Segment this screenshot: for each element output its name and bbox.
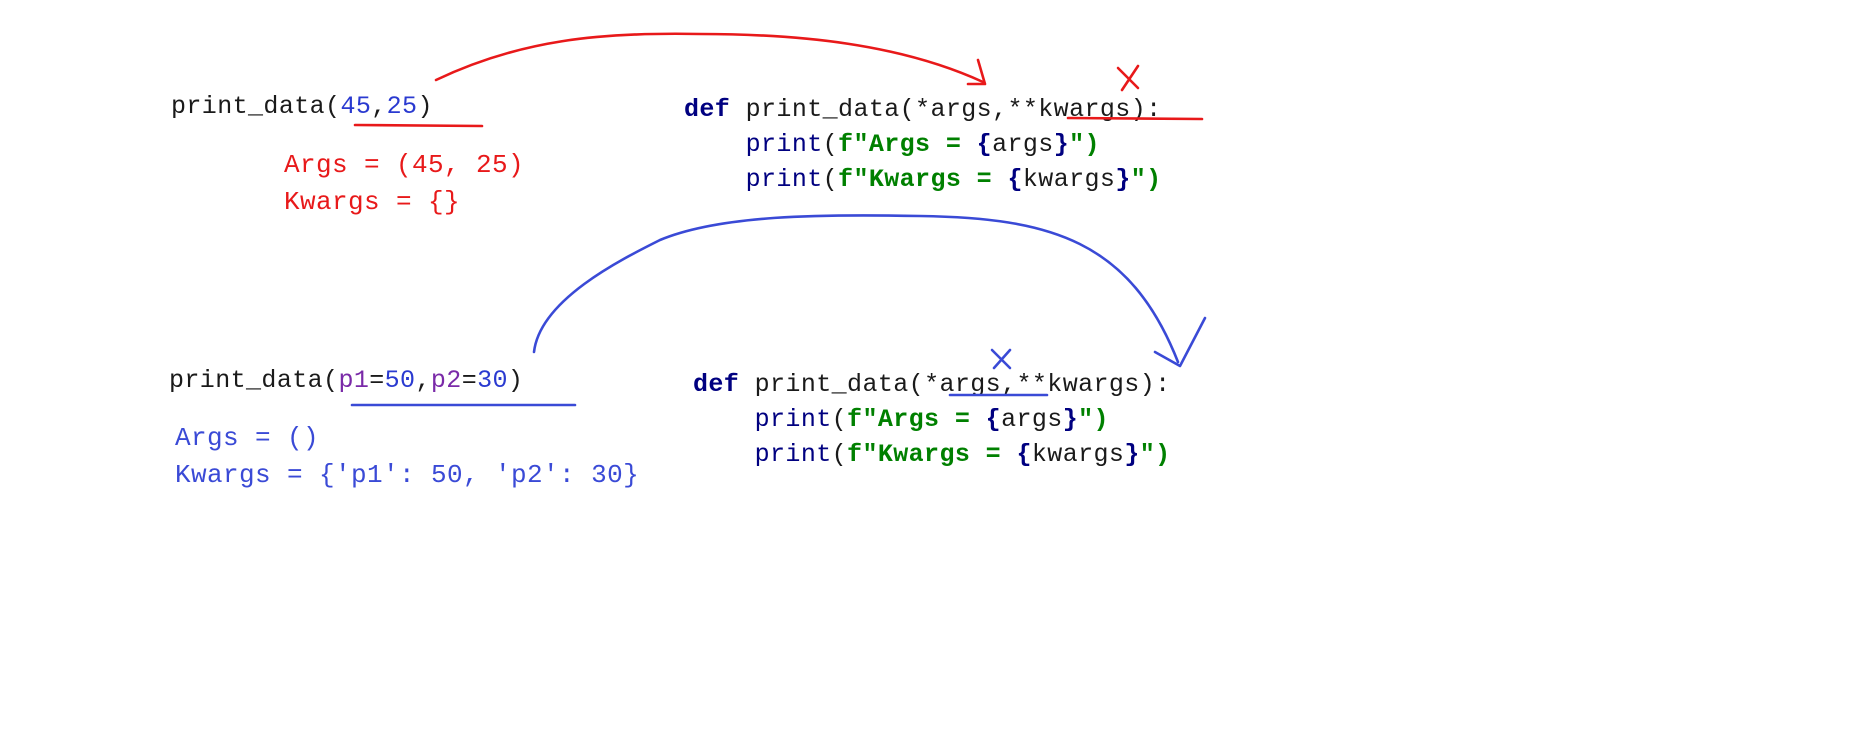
brace-close: } xyxy=(1053,130,1070,159)
example2-def: def print_data(*args,**kwargs): print(f"… xyxy=(693,367,1171,472)
def-print-args: print(f"Args = {args}") xyxy=(684,127,1162,162)
blue-arrowhead xyxy=(1153,316,1207,368)
print-fn: print xyxy=(745,130,823,159)
call-arg-25: 25 xyxy=(386,92,418,121)
print-open: ( xyxy=(822,165,839,194)
example1-result: Args = (45, 25) Kwargs = {} xyxy=(284,147,524,221)
fstring-end: ") xyxy=(1078,405,1109,434)
example1-def: def print_data(*args,**kwargs): print(f"… xyxy=(684,92,1162,197)
example1-call: print_data(45,25) xyxy=(171,92,433,121)
result-kwargs-line: Kwargs = {'p1': 50, 'p2': 30} xyxy=(175,460,640,490)
call-fn-name: print_data xyxy=(169,366,324,395)
call-eq: = xyxy=(461,366,478,395)
brace-close: } xyxy=(1124,440,1140,469)
call-close-paren: ) xyxy=(417,92,433,121)
blue-arc-arrow xyxy=(532,214,1180,364)
fstring-args: f"Args = xyxy=(838,130,977,159)
red-arrowhead xyxy=(966,58,987,86)
result-kwargs-line: Kwargs = {} xyxy=(284,187,461,217)
call-open-paren: ( xyxy=(325,92,341,121)
call-close-paren: ) xyxy=(507,366,524,395)
var-kwargs: kwargs xyxy=(1031,440,1125,469)
brace-open: { xyxy=(1007,165,1023,194)
print-open: ( xyxy=(831,405,848,434)
brace-open: { xyxy=(1016,440,1032,469)
example2-call: print_data(p1=50,p2=30) xyxy=(169,366,523,395)
def-sig-post: ): xyxy=(1130,95,1162,124)
print-fn: print xyxy=(745,165,823,194)
call-fn-name: print_data xyxy=(171,92,326,121)
def-sig-pre: print_data(*args, xyxy=(745,95,1008,124)
red-arc-arrow xyxy=(434,32,985,84)
def-signature: def print_data(*args,**kwargs): xyxy=(684,92,1162,127)
call-param-p2: p2 xyxy=(430,366,462,395)
fstring-end: ") xyxy=(1069,130,1100,159)
print-open: ( xyxy=(822,130,839,159)
def-signature: def print_data(*args,**kwargs): xyxy=(693,367,1171,402)
call-comma: , xyxy=(371,92,387,121)
red-underline-call-args xyxy=(353,123,484,128)
brace-close: } xyxy=(1062,405,1079,434)
call-param-p1: p1 xyxy=(338,366,370,395)
brace-open: { xyxy=(985,405,1002,434)
var-args: args xyxy=(992,130,1054,159)
def-print-args: print(f"Args = {args}") xyxy=(693,402,1171,437)
print-fn: print xyxy=(754,440,832,469)
print-open: ( xyxy=(831,440,848,469)
fstring-end: ") xyxy=(1130,165,1162,194)
var-kwargs: kwargs xyxy=(1022,165,1116,194)
print-fn: print xyxy=(754,405,832,434)
call-comma: , xyxy=(415,366,431,395)
call-value-50: 50 xyxy=(384,366,416,395)
result-args-line: Args = (45, 25) xyxy=(284,150,525,180)
def-sig-kwargs: **kwargs xyxy=(1007,95,1131,124)
def-keyword: def xyxy=(684,95,731,124)
fstring-kwargs: f"Kwargs = xyxy=(838,165,1008,194)
var-args: args xyxy=(1001,405,1063,434)
def-sig-pre: print_data( xyxy=(754,370,925,399)
call-eq: = xyxy=(369,366,385,395)
brace-open: { xyxy=(976,130,993,159)
fstring-end: ") xyxy=(1139,440,1171,469)
def-keyword: def xyxy=(693,370,740,399)
example2-result: Args = () Kwargs = {'p1': 50, 'p2': 30} xyxy=(175,420,639,494)
call-value-30: 30 xyxy=(477,366,508,395)
red-x-mark-kwargs xyxy=(1116,64,1140,92)
def-sig-args: *args xyxy=(924,370,1002,399)
def-print-kwargs: print(f"Kwargs = {kwargs}") xyxy=(684,162,1162,197)
def-sig-post: ,**kwargs): xyxy=(1001,370,1171,399)
result-args-line: Args = () xyxy=(175,423,320,453)
brace-close: } xyxy=(1115,165,1131,194)
fstring-kwargs: f"Kwargs = xyxy=(847,440,1017,469)
fstring-args: f"Args = xyxy=(847,405,986,434)
blue-x-mark-args xyxy=(990,348,1012,370)
call-arg-45: 45 xyxy=(340,92,372,121)
call-open-paren: ( xyxy=(323,366,339,395)
def-print-kwargs: print(f"Kwargs = {kwargs}") xyxy=(693,437,1171,472)
